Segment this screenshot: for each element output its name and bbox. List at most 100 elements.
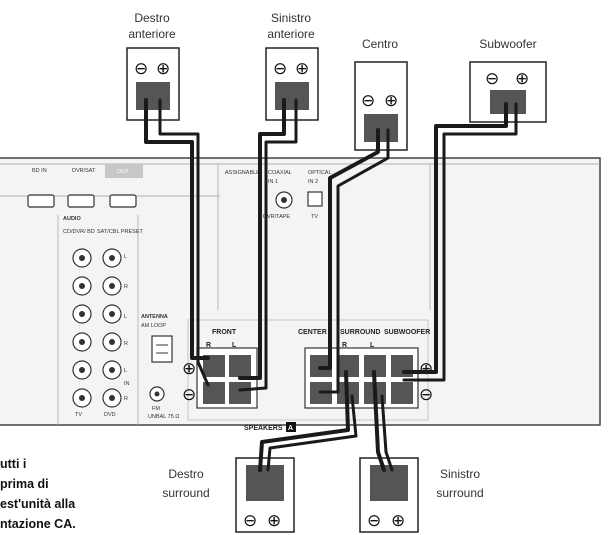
surround-left-terminal	[370, 465, 408, 501]
front-left-line1: Sinistro	[271, 11, 311, 25]
front-right-line1: Destro	[134, 11, 170, 25]
fm-label: FM	[152, 406, 160, 412]
speaker-cables	[144, 98, 518, 472]
surround-right-line2: surround	[162, 486, 209, 500]
front-left-terminal	[275, 82, 309, 110]
surround-right-plus: ⊕	[267, 511, 281, 531]
audio-l-letter-1: L	[124, 254, 127, 260]
audio-dvd-label: DVD	[104, 412, 116, 418]
rca-jacks	[72, 248, 122, 408]
center-plus: ⊕	[384, 91, 398, 111]
speakers-label: SPEAKERS	[244, 425, 283, 432]
note-line-4: ntazione CA.	[0, 517, 76, 531]
audio-r-letter-3: R	[124, 396, 128, 402]
cable-surround-right-2	[266, 394, 358, 472]
surround-left-plus: ⊕	[391, 511, 405, 531]
front-right-minus: ⊖	[134, 59, 148, 79]
audio-title: AUDIO	[63, 216, 81, 222]
right-plus-symbol: ⊕	[419, 359, 433, 379]
front-left-line2: anteriore	[267, 27, 315, 41]
cable-front-left-2	[238, 98, 298, 392]
front-minus-symbol: ⊖	[182, 385, 196, 405]
center-label: Centro	[362, 37, 398, 51]
front-left-plus: ⊕	[295, 59, 309, 79]
audio-cd-label: CD/DVR/ BD	[63, 229, 95, 235]
audio-l-letter-3: L	[124, 368, 127, 374]
front-right-plus: ⊕	[156, 59, 170, 79]
surround-l-label: L	[370, 342, 375, 349]
front-right-terminal	[136, 82, 170, 110]
cable-subwoofer	[402, 102, 508, 374]
surround-r-plus-terminal	[337, 355, 359, 377]
antenna-section: ANTENNA AM LOOP FM UNBAL 75 Ω	[141, 314, 179, 420]
note-line-1: utti i	[0, 457, 26, 471]
front-group-label: FRONT	[212, 329, 237, 336]
surround-l-plus-terminal	[364, 355, 386, 377]
hdmi-bd-in-label: BD IN	[32, 168, 47, 174]
optical-port	[307, 191, 323, 207]
hdmi-bd-in-port	[27, 194, 55, 208]
hdmi-dvr-sat-port	[67, 194, 95, 208]
speaker-front-left: Sinistro anteriore ⊖ ⊕	[265, 11, 319, 121]
surround-right-minus: ⊖	[243, 511, 257, 531]
cable-surround-right	[258, 370, 350, 472]
subwoofer-label: Subwoofer	[479, 37, 536, 51]
cable-front-right-2	[158, 98, 210, 387]
am-loop-label: AM LOOP	[141, 323, 166, 329]
cable-surround-left-2	[380, 394, 394, 472]
subwoofer-group-label: SUBWOOFER	[384, 329, 430, 336]
hdmi-out-port	[109, 194, 137, 208]
hdmi-dvr-sat-label: DVR/SAT	[72, 168, 96, 174]
audio-r-letter-2: R	[124, 341, 128, 347]
center-group-label: CENTER	[298, 329, 327, 336]
front-l-minus-terminal	[229, 382, 251, 404]
surround-left-line2: surround	[436, 486, 483, 500]
front-l-label: L	[232, 342, 237, 349]
audio-l-letter-2: L	[124, 314, 127, 320]
surround-right-terminal	[246, 465, 284, 501]
center-terminal	[364, 114, 398, 142]
hdmi-section: BD IN DVR/SAT OUT	[27, 164, 143, 208]
surround-left-line1: Sinistro	[440, 467, 480, 481]
speaker-front-right: Destro anteriore ⊖ ⊕	[126, 11, 180, 121]
coaxial-in-label: IN 1	[268, 179, 278, 185]
cable-center-2	[318, 128, 390, 394]
speaker-center: Centro ⊖ ⊕	[354, 37, 408, 151]
note-line-3: est'unità alla	[0, 497, 76, 511]
front-l-plus-terminal	[229, 355, 251, 377]
front-r-minus-terminal	[203, 382, 225, 404]
receiver-panel	[0, 157, 601, 426]
subwoofer-minus: ⊖	[485, 69, 499, 89]
coaxial-label: COAXIAL	[268, 170, 292, 176]
surround-left-minus: ⊖	[367, 511, 381, 531]
am-loop-terminal	[151, 335, 173, 363]
optical-in-label: IN 2	[308, 179, 318, 185]
speakers-badge: A	[288, 425, 293, 432]
hdmi-out-label: OUT	[117, 169, 129, 175]
cable-subwoofer-2	[402, 102, 518, 382]
antenna-title: ANTENNA	[141, 314, 168, 320]
subwoofer-minus-terminal	[391, 382, 413, 404]
speaker-surround-left: Sinistro surround ⊖ ⊕	[359, 457, 484, 533]
right-minus-symbol: ⊖	[419, 385, 433, 405]
surround-group-label: SURROUND	[340, 329, 380, 336]
cable-center	[318, 128, 380, 370]
center-minus: ⊖	[361, 91, 375, 111]
front-left-minus: ⊖	[273, 59, 287, 79]
surround-r-label: R	[342, 342, 347, 349]
subwoofer-plus: ⊕	[515, 69, 529, 89]
audio-in-letter: IN	[124, 381, 130, 387]
audio-sat-label: SAT/CBL PRESET	[97, 229, 143, 235]
audio-tv-label: TV	[75, 412, 82, 418]
note-line-2: prima di	[0, 477, 49, 491]
audio-rca-section: AUDIO CD/DVR/ BD SAT/CBL PRESET L R L R …	[63, 216, 143, 418]
speakers-badge-box	[286, 422, 296, 432]
cable-front-left	[238, 98, 286, 380]
optical-label: OPTICAL	[308, 170, 332, 176]
front-r-plus-terminal	[203, 355, 225, 377]
audio-r-letter-1: R	[124, 284, 128, 290]
cable-surround-left	[372, 370, 386, 472]
assignable-label: ASSIGNABLE	[225, 170, 260, 176]
optical-sub-label: TV	[311, 214, 318, 220]
